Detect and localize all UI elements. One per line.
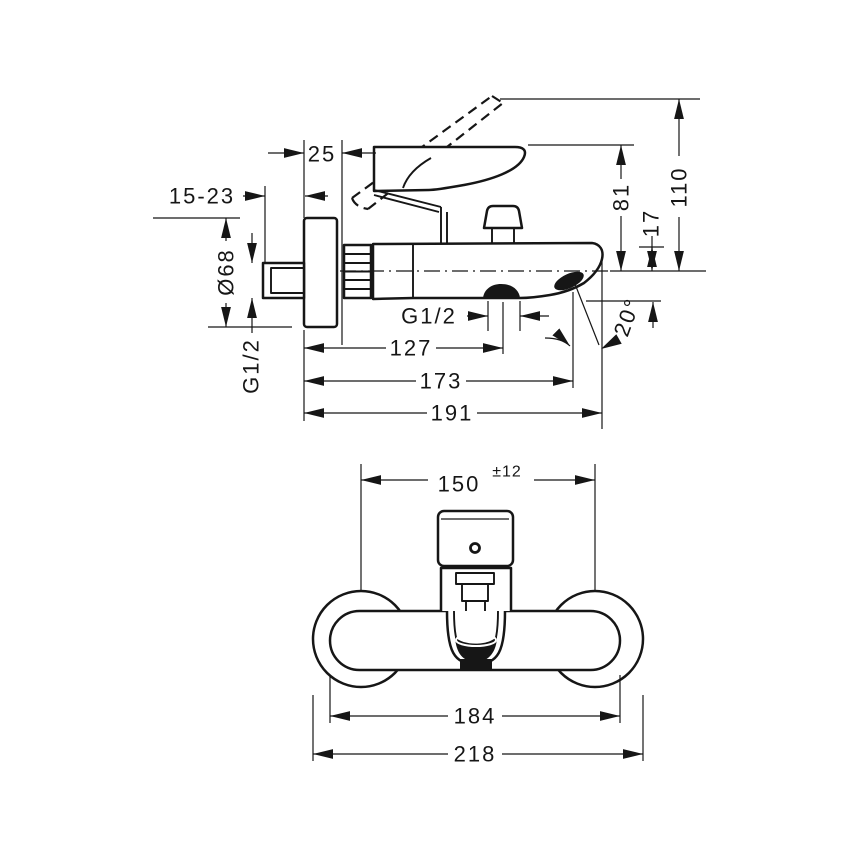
wall-nipple-inner [270, 267, 304, 294]
dim-shower-outlet-thread: G1/2 [401, 304, 457, 329]
dim-body-length: 184 [454, 704, 497, 729]
indicator-dot [469, 542, 481, 554]
dim-centers-distance: 150 [438, 472, 481, 497]
dim-height-handle-open: 110 [667, 166, 692, 207]
dimensions-front: 150 ±12 184 218 [312, 464, 644, 767]
front-view: 150 ±12 184 218 [311, 464, 645, 767]
handle-cone [373, 189, 442, 213]
spout-mouth [455, 636, 497, 662]
dim-wall-thread: G1/2 [239, 338, 264, 394]
dim-total-width: 218 [454, 742, 497, 767]
body-column [439, 566, 513, 611]
spout-mouth-rim [455, 633, 497, 647]
dim-wall-depth-range: 15-23 [169, 184, 235, 209]
lever-handle-curve [402, 157, 432, 189]
wall-escutcheon [302, 216, 339, 329]
dim-plate-diameter: Ø68 [214, 248, 239, 296]
dim-len-aerator: 173 [420, 369, 463, 394]
lever-handle [372, 145, 527, 193]
extension-lines [153, 98, 700, 429]
spout-mouth-base [460, 659, 492, 670]
cartridge-neck [440, 207, 448, 243]
dim-len-total: 191 [431, 401, 474, 426]
angle-arrowhead [601, 334, 622, 349]
side-view: 25 15-23 Ø68 G1/2 81 17 110 [153, 95, 706, 429]
dimensions-side: 25 15-23 Ø68 G1/2 81 17 110 [169, 99, 692, 426]
dim-centers-tolerance: ±12 [492, 464, 522, 481]
dim-height-handle: 81 [609, 183, 634, 211]
aerator [554, 271, 584, 291]
diverter-knob [482, 204, 524, 243]
dim-plate-depth: 25 [308, 142, 336, 167]
dim-height-body: 17 [639, 209, 664, 237]
shower-outlet [483, 284, 520, 298]
handle-front [436, 509, 515, 568]
dim-len-shower-outlet: 127 [390, 336, 433, 361]
leader-arrow [544, 328, 571, 347]
